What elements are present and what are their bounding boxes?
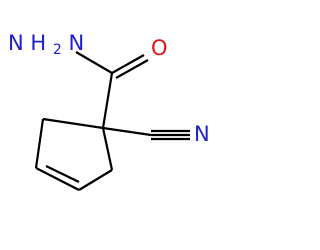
- nitrile-nitrogen-label: N: [194, 122, 210, 146]
- carbonyl-carbon-bond: [101, 72, 114, 129]
- amide-nh2-nitrogen: N: [69, 31, 85, 55]
- amide-c-n-bond: [75, 51, 113, 74]
- amide-nh2-subscript: 2: [53, 42, 62, 58]
- chemical-structure: N H 2 N O N: [8, 31, 210, 191]
- amide-nh2-element: N: [8, 31, 24, 55]
- amide-nh2-label: N H 2 N: [8, 31, 84, 61]
- ring-bond-c4-c5: [78, 169, 113, 191]
- ring-bond-c1-c2: [42, 117, 104, 130]
- ring-bond-c5-c1: [101, 127, 114, 171]
- carbonyl-double-bond-2: [115, 59, 149, 79]
- ring-double-bond-inner: [45, 165, 80, 183]
- ring-bond-c2-c3: [34, 118, 45, 169]
- carbonyl-oxygen-label: O: [151, 36, 168, 60]
- amide-nh2-hydrogen: H: [30, 31, 46, 55]
- nitrile-single-bond: [102, 126, 152, 137]
- ring-bond-c3-c4: [35, 167, 80, 191]
- carbonyl-double-bond-1: [111, 54, 145, 74]
